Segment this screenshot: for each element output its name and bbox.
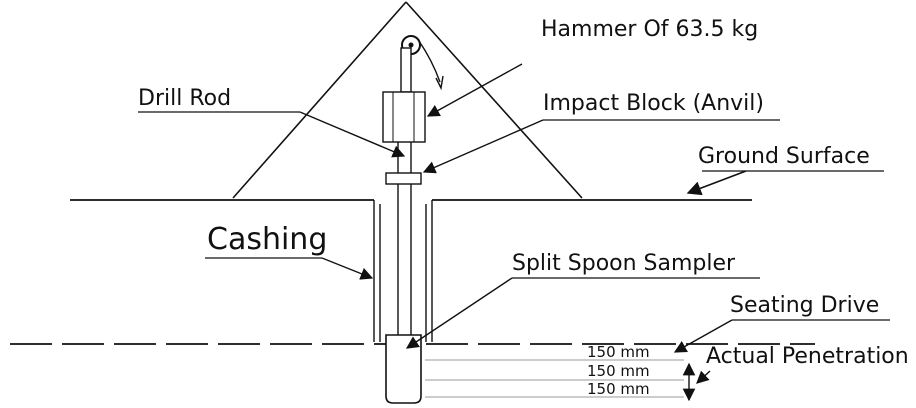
actual-penetration-label: Actual Penetration: [706, 344, 909, 369]
actual-penetration-leader-arrow: [696, 370, 711, 384]
casing-label: Cashing: [207, 222, 327, 257]
casing-leader-arrow: [321, 257, 374, 280]
increment-label-3: 150 mm: [587, 380, 650, 398]
ground-surface-label: Ground Surface: [698, 144, 870, 169]
hammer-label: Hammer Of 63.5 kg: [541, 17, 758, 42]
tripod-frame: [232, 1, 583, 199]
drill-rod: [397, 142, 412, 335]
increment-label-1: 150 mm: [587, 343, 650, 361]
impact-block-label: Impact Block (Anvil): [543, 91, 764, 116]
penetration-increment-lines: [425, 359, 684, 398]
increment-label-2: 150 mm: [587, 362, 650, 380]
casing: [373, 200, 433, 342]
guide-rod: [400, 47, 412, 93]
split-spoon-sampler: [385, 334, 422, 404]
seating-drive-leader-arrow: [673, 319, 733, 353]
seating-drive-label: Seating Drive: [730, 293, 879, 318]
drill-rod-label: Drill Rod: [138, 86, 231, 111]
hammer: [382, 91, 426, 143]
sampler-label: Split Spoon Sampler: [512, 251, 736, 276]
anvil-leader-arrow: [422, 119, 544, 174]
hammer-leader-arrow: [426, 63, 523, 117]
drill-rod-leader-arrow: [299, 111, 406, 158]
sampler-leader-arrow: [405, 277, 513, 349]
ground-leader-arrow: [686, 170, 747, 196]
impact-block-anvil: [385, 172, 422, 185]
